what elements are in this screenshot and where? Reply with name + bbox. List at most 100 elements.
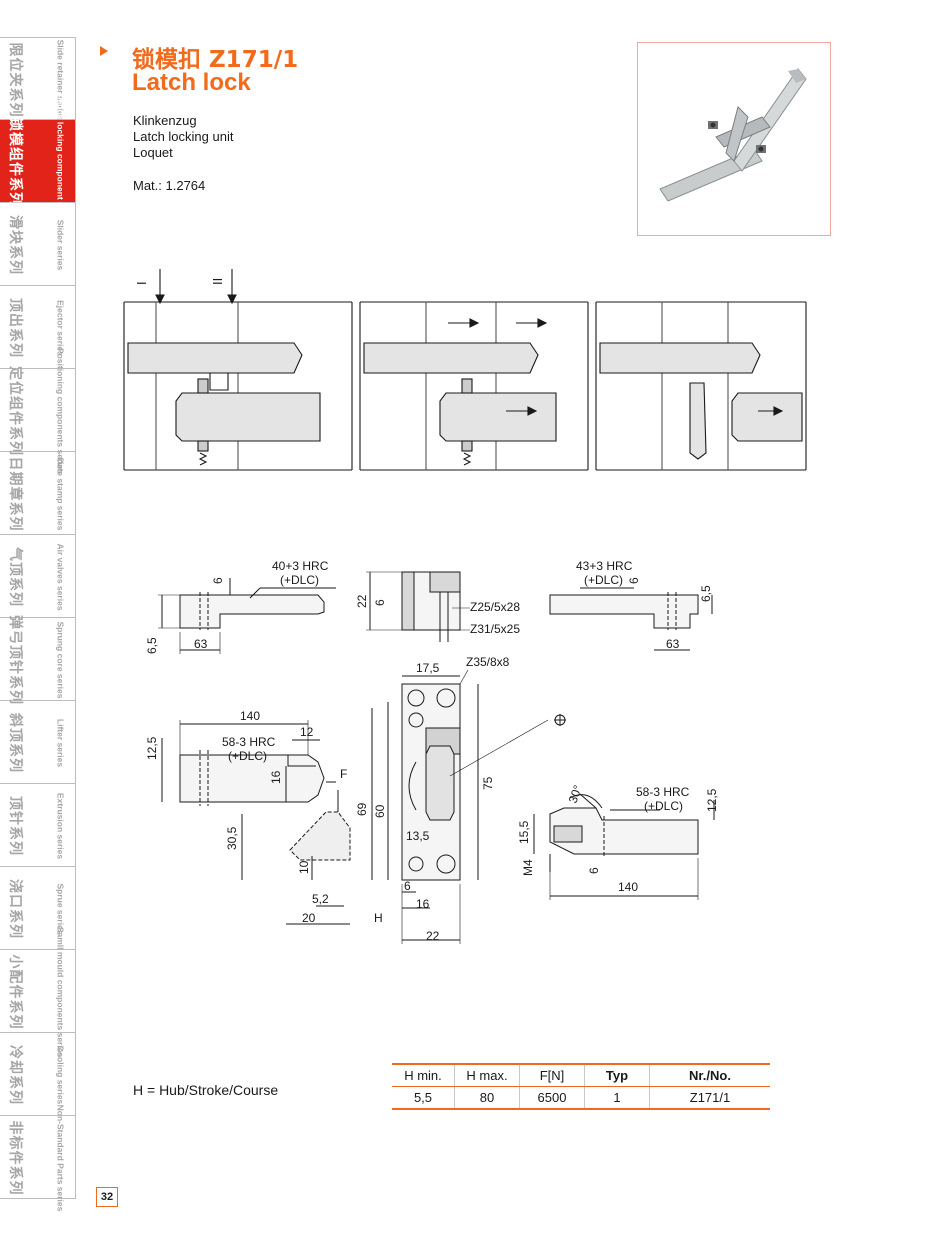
- col-force: F[N]: [519, 1063, 585, 1087]
- dim-hrc-tr: 43+3 HRC: [576, 559, 633, 573]
- dim-52: 5,2: [312, 892, 329, 906]
- cell-force: 6500: [519, 1086, 585, 1110]
- page-number: 32: [96, 1187, 118, 1207]
- sidebar-tab[interactable]: 冷却系列 Cooling series: [0, 1033, 76, 1116]
- hub-definition: H = Hub/Stroke/Course: [133, 1082, 279, 1098]
- panel-1: [123, 301, 353, 471]
- page-title-cn: 锁模扣 Z171/1: [132, 47, 299, 73]
- dim-dlc-tr: (+DLC): [584, 573, 623, 587]
- material: Mat.: 1.2764: [133, 178, 206, 193]
- desc-de: Klinkenzug: [133, 113, 197, 128]
- panel-2: [359, 301, 589, 471]
- latch-part-mid-left: 140 58-3 HRC (+DLC) 12,5 12 16 F 30,5 10…: [145, 709, 383, 925]
- product-photo: [637, 42, 831, 236]
- latch-part-top-right: 43+3 HRC (+DLC) 6 6,5 63: [549, 559, 713, 651]
- dim-hrc-tl: 40+3 HRC: [272, 559, 329, 573]
- dim-6-r: 6: [587, 867, 601, 874]
- dim-140-ml: 140: [240, 709, 260, 723]
- sidebar-tab-cn: 弹弓顶针系列: [7, 615, 23, 705]
- sidebar-tab-en: Date stamp series: [55, 457, 66, 531]
- spec-table: H min. H max. F[N] Typ Nr./No. 5,5 80 65…: [392, 1063, 770, 1110]
- dim-125-ml: 12,5: [145, 736, 159, 760]
- sidebar-tab[interactable]: 滑块系列 Slider series: [0, 203, 76, 286]
- cell-number: Z171/1: [649, 1086, 770, 1110]
- sidebar-tab-cn: 冷却系列: [7, 1045, 23, 1105]
- screw-z35: Z35/8x8: [466, 655, 510, 669]
- dim-6-c: 6: [404, 879, 411, 893]
- dim-10-ml: 10: [297, 860, 311, 874]
- process-diagram: I II: [123, 269, 807, 471]
- dim-hrc-ml: 58-3 HRC: [222, 735, 276, 749]
- step-label-2: II: [210, 278, 225, 285]
- dim-135: 13,5: [406, 829, 430, 843]
- dim-dlc-r: (+DLC): [644, 799, 683, 813]
- dim-hrc-r: 58-3 HRC: [636, 785, 690, 799]
- page-title-en: Latch lock: [132, 69, 251, 96]
- dim-22-c: 22: [426, 929, 440, 943]
- dim-12-ml: 12: [300, 725, 314, 739]
- sidebar-tab-en: Extrusion series: [55, 792, 66, 860]
- dim-20-ml: 20: [302, 911, 316, 925]
- sidebar-tab-cn: 非标件系列: [7, 1120, 23, 1196]
- dim-6-tr: 6: [627, 577, 641, 584]
- sidebar-tab[interactable]: 斜顶系列 Lifter series: [0, 701, 76, 784]
- col-h-max: H max.: [454, 1063, 520, 1087]
- sidebar-tab-cn: 顶出系列: [7, 298, 23, 358]
- dim-m4: M4: [521, 859, 535, 876]
- desc-en: Latch locking unit: [133, 129, 234, 144]
- technical-drawing: 40+3 HRC (+DLC) 6 6,5 63 22 6 Z25/5x28 Z…: [145, 559, 719, 944]
- table-row: 5,5 80 6500 1 Z171/1: [392, 1086, 770, 1110]
- panel-3: [595, 301, 807, 471]
- screw-z25: Z25/5x28: [470, 600, 520, 614]
- sidebar-tab-en: Cooling series: [55, 1045, 66, 1105]
- dim-6-tm: 6: [373, 599, 387, 606]
- cell-h-min: 5,5: [392, 1086, 455, 1110]
- dim-60: 60: [373, 804, 387, 818]
- dim-dlc-tl: (+DLC): [280, 573, 319, 587]
- latch-part-right: 30° 58-3 HRC (+DLC) 12,5 15,5 M4 6 140: [517, 783, 719, 900]
- dim-16-ml: 16: [269, 770, 283, 784]
- col-h-min: H min.: [392, 1063, 455, 1087]
- sidebar-tab-en: Lifter series: [55, 718, 66, 768]
- dim-6-tl: 6: [211, 577, 225, 584]
- sidebar-tab-cn: 滑块系列: [7, 215, 23, 275]
- dim-65-tl: 6,5: [145, 637, 159, 654]
- dim-69: 69: [355, 802, 369, 816]
- cell-h-max: 80: [454, 1086, 520, 1110]
- dim-22-tm: 22: [355, 594, 369, 608]
- step-label-1: I: [134, 281, 149, 285]
- screw-detail: 22 6 Z25/5x28 Z31/5x25: [355, 571, 520, 642]
- dim-63-tl: 63: [194, 637, 208, 651]
- latch-part-top-left: 40+3 HRC (+DLC) 6 6,5 63: [145, 559, 336, 654]
- sidebar-tab-cn: 斜顶系列: [7, 713, 23, 773]
- sidebar-tab-en: Slider series: [55, 219, 66, 271]
- dim-75: 75: [481, 776, 495, 790]
- sidebar-tab-en: Sprung core series: [55, 621, 66, 699]
- sidebar-tab[interactable]: 弹弓顶针系列 Sprung core series: [0, 615, 76, 705]
- dim-305: 30,5: [225, 826, 239, 850]
- sidebar-tab-cn: 定位组件系列: [7, 366, 23, 456]
- dim-dlc-ml: (+DLC): [228, 749, 267, 763]
- dim-140-r: 140: [618, 880, 638, 894]
- col-number: Nr./No.: [649, 1063, 770, 1087]
- sidebar-tab-cn: 限位夹系列: [7, 42, 23, 118]
- dim-125-r: 12,5: [705, 788, 719, 812]
- sidebar-tab-cn: 锁模组件系列: [7, 117, 23, 207]
- desc-fr: Loquet: [133, 145, 173, 160]
- cell-type: 1: [584, 1086, 650, 1110]
- sidebar-tab-cn: 浇口系列: [7, 879, 23, 939]
- dim-63-tr: 63: [666, 637, 680, 651]
- dim-175: 17,5: [416, 661, 440, 675]
- dim-155: 15,5: [517, 820, 531, 844]
